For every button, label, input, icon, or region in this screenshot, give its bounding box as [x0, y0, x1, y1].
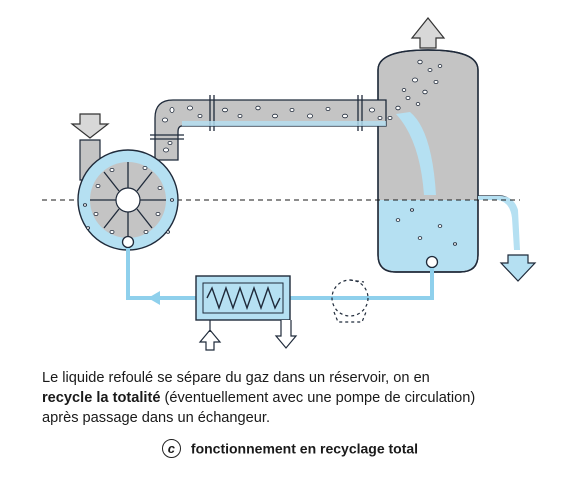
caption-line-1: Le liquide refoulé se sépare du gaz dans…	[42, 370, 430, 386]
overflow-outlet	[478, 195, 537, 282]
exchanger-outlet-arrow	[274, 320, 298, 349]
liquid-outlet-arrow	[499, 254, 537, 282]
tank-gas-bubbles	[387, 59, 443, 121]
figure-label: c fonctionnement en recyclage total	[0, 439, 580, 458]
separator-tank	[377, 49, 479, 273]
caption-bold: recycle la totalité	[42, 390, 161, 406]
flow-arrow	[148, 291, 160, 305]
exchanger-inlet-arrow	[198, 320, 222, 351]
figure-letter-badge: c	[161, 439, 181, 458]
caption: Le liquide refoulé se sépare du gaz dans…	[42, 368, 562, 428]
gas-liquid-pipe	[150, 95, 387, 161]
gas-outlet-arrow	[410, 17, 446, 49]
caption-line-2: (éventuellement avec une pompe de circul…	[160, 390, 476, 406]
optional-circulation-pump	[331, 279, 369, 323]
liquid-ring-pump	[70, 113, 179, 251]
figure-title: fonctionnement en recyclage total	[190, 440, 419, 457]
gas-inlet-arrow	[70, 113, 110, 139]
tank-liquid-bubbles	[395, 208, 457, 246]
process-diagram	[42, 17, 537, 351]
caption-line-3: après passage dans un échangeur.	[42, 410, 270, 426]
heat-exchanger	[195, 275, 298, 351]
